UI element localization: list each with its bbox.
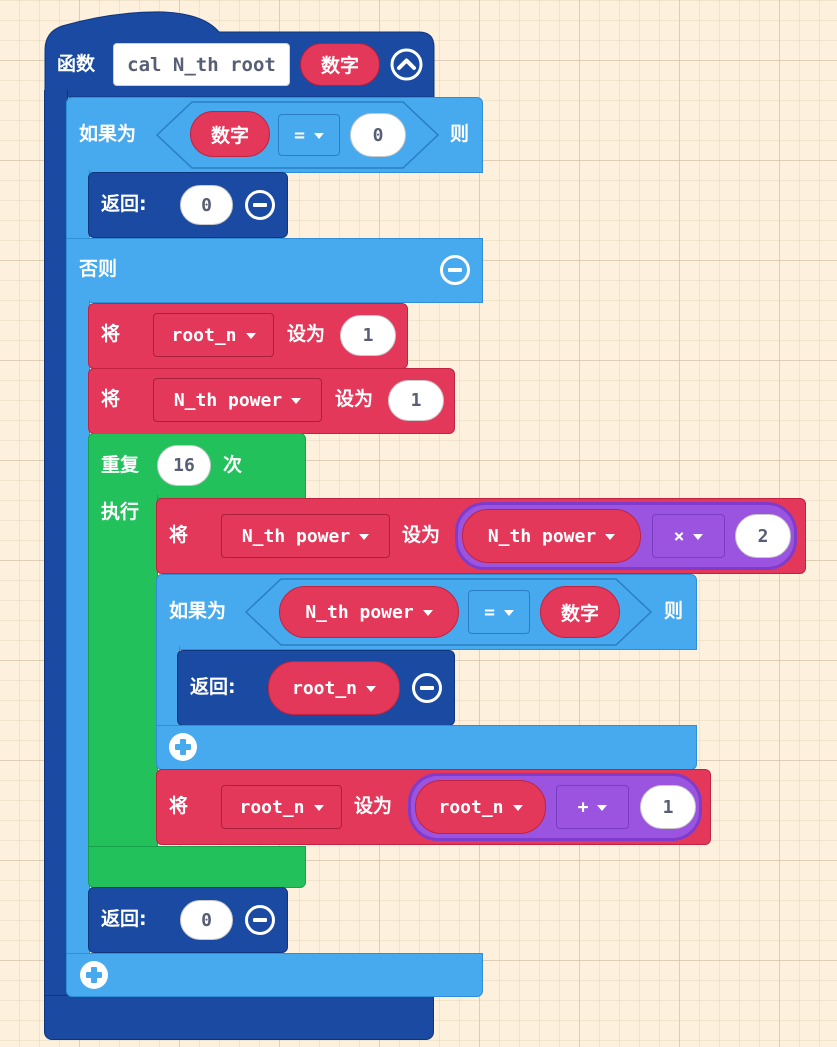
return-value: 0 — [201, 194, 212, 216]
expr-right-value: 2 — [757, 525, 769, 547]
chevron-down-icon — [503, 610, 514, 616]
variable-label: root_n — [171, 324, 237, 346]
set-value-input[interactable]: 1 — [340, 315, 396, 356]
expr-left-variable-pill[interactable]: root_n — [415, 780, 546, 834]
function-name-input[interactable]: cal N_th root — [113, 43, 290, 86]
chevron-down-icon — [245, 333, 256, 339]
condition-left-pill[interactable]: 数字 — [190, 111, 270, 157]
set-to-label: 设为 — [287, 323, 326, 345]
variable-label: N_th power — [241, 525, 351, 547]
function-keyword: 函数 — [57, 53, 96, 75]
expr-left-variable-pill[interactable]: N_th power — [462, 509, 641, 563]
if-label: 如果为 — [79, 123, 137, 145]
set-value: 1 — [410, 390, 422, 411]
condition-right-label: 数字 — [560, 602, 599, 625]
minus-icon[interactable] — [245, 190, 275, 220]
function-block-footer — [44, 995, 434, 1040]
chevron-up-icon[interactable] — [390, 48, 423, 81]
set-keyword: 将 — [169, 795, 189, 817]
return-value-input[interactable]: 0 — [180, 900, 233, 940]
set-value: 1 — [362, 325, 374, 346]
function-param-label: 数字 — [320, 55, 359, 77]
return-variable-label: root_n — [291, 677, 358, 699]
chevron-down-icon — [313, 133, 324, 139]
return-variable-pill[interactable]: root_n — [268, 661, 400, 715]
chevron-down-icon — [366, 686, 377, 692]
if-label: 如果为 — [169, 600, 227, 622]
variable-dropdown-root-n[interactable]: root_n — [221, 785, 342, 829]
set-to-label: 设为 — [354, 795, 393, 817]
condition-operator-dropdown[interactable]: = — [278, 114, 340, 156]
condition-right-param-pill[interactable]: 数字 — [540, 586, 620, 638]
times-label: 次 — [223, 454, 243, 476]
variable-dropdown-nth-power[interactable]: N_th power — [153, 378, 322, 422]
condition-operator-dropdown[interactable]: = — [468, 590, 530, 634]
chevron-down-icon — [605, 534, 616, 540]
condition-right-value: 0 — [372, 124, 384, 146]
inner-if-footer — [156, 725, 697, 770]
do-label: 执行 — [101, 501, 140, 523]
then-label: 则 — [664, 600, 684, 622]
chevron-down-icon — [512, 805, 523, 811]
set-keyword: 将 — [101, 388, 121, 410]
repeat-block-footer — [88, 846, 306, 888]
then-label: 则 — [450, 123, 470, 145]
set-keyword: 将 — [101, 323, 121, 345]
condition-left-variable-pill[interactable]: N_th power — [279, 586, 459, 638]
chevron-down-icon — [693, 534, 704, 540]
return-label: 返回: — [190, 676, 236, 698]
variable-label: root_n — [239, 796, 305, 818]
function-block-spine — [44, 90, 68, 1000]
if-block-left-arm — [66, 170, 90, 240]
repeat-block-arm — [88, 495, 158, 850]
return-value: 0 — [201, 909, 212, 931]
repeat-count: 16 — [173, 455, 195, 476]
set-keyword: 将 — [169, 524, 189, 546]
expr-right-value: 1 — [662, 796, 674, 818]
math-operator-dropdown[interactable]: × — [652, 514, 725, 558]
chevron-down-icon — [359, 534, 370, 540]
condition-left-label: 数字 — [210, 124, 249, 147]
chevron-down-icon — [422, 610, 433, 616]
variable-dropdown-nth-power[interactable]: N_th power — [221, 514, 390, 558]
repeat-label: 重复 — [101, 454, 140, 476]
condition-left-label: N_th power — [305, 601, 414, 623]
return-label: 返回: — [101, 193, 147, 215]
else-left-arm — [66, 300, 90, 956]
operator-label: = — [294, 124, 305, 146]
plus-icon[interactable] — [80, 961, 108, 989]
function-param-pill[interactable]: 数字 — [300, 43, 380, 86]
operator-label: + — [577, 796, 589, 818]
expr-right-input[interactable]: 1 — [640, 785, 696, 829]
return-value-input[interactable]: 0 — [180, 185, 233, 225]
chevron-down-icon — [291, 398, 302, 404]
variable-dropdown-root-n[interactable]: root_n — [153, 313, 274, 357]
math-operator-dropdown[interactable]: + — [556, 785, 629, 829]
set-to-label: 设为 — [335, 388, 374, 410]
plus-icon[interactable] — [169, 733, 197, 761]
repeat-count-input[interactable]: 16 — [157, 445, 211, 486]
expr-right-input[interactable]: 2 — [735, 514, 791, 558]
minus-icon[interactable] — [245, 905, 275, 935]
expr-left-label: N_th power — [487, 525, 597, 547]
return-label: 返回: — [101, 908, 147, 930]
else-block[interactable] — [66, 238, 483, 303]
operator-label: × — [673, 525, 685, 547]
minus-icon[interactable] — [412, 673, 442, 703]
set-to-label: 设为 — [402, 524, 441, 546]
variable-label: N_th power — [173, 389, 283, 411]
operator-label: = — [484, 601, 495, 623]
chevron-down-icon — [597, 805, 608, 811]
set-value-input[interactable]: 1 — [388, 380, 444, 421]
chevron-down-icon — [313, 805, 324, 811]
else-label: 否则 — [79, 258, 118, 280]
if-else-footer — [66, 953, 483, 997]
condition-right-input[interactable]: 0 — [350, 113, 406, 157]
expr-left-label: root_n — [438, 796, 504, 818]
minus-icon[interactable] — [440, 255, 470, 285]
